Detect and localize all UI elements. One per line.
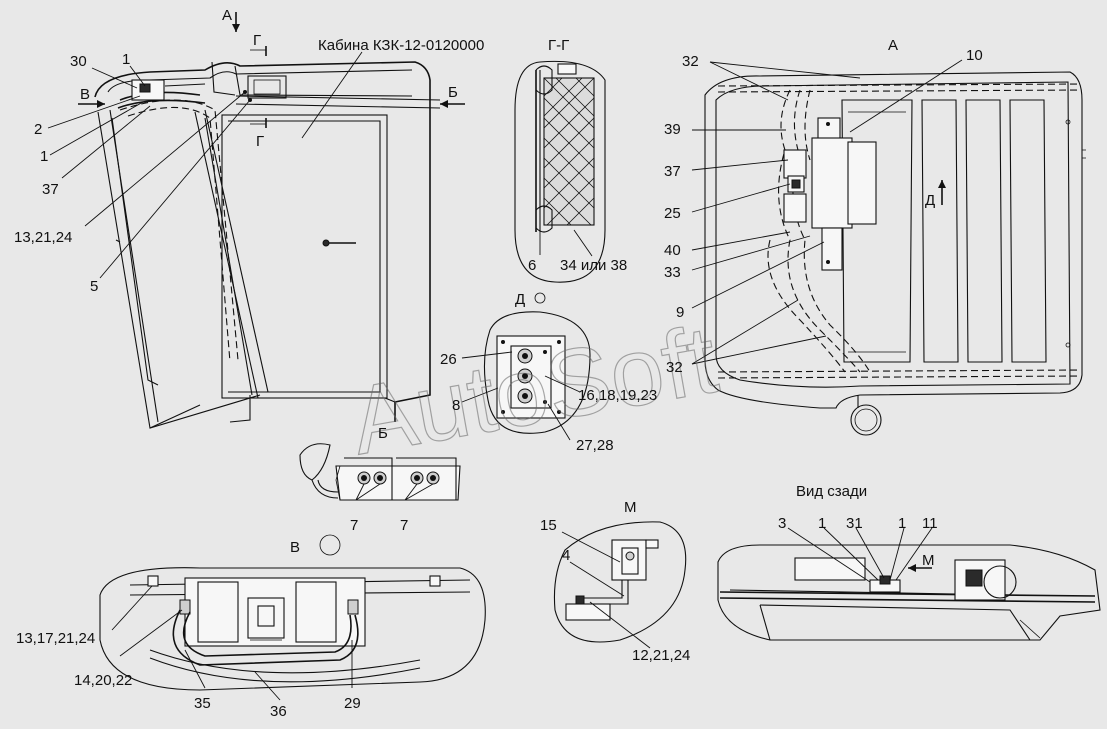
callout: 27,28 xyxy=(576,437,614,454)
main-leaders xyxy=(47,51,363,279)
view-b xyxy=(299,443,461,501)
callout: 34 или 38 xyxy=(560,257,627,274)
rear-view xyxy=(717,527,1101,641)
callout: 12,21,24 xyxy=(632,647,690,664)
callout: 26 xyxy=(440,351,457,368)
callout: 16,18,19,23 xyxy=(578,387,657,404)
callout: 7 xyxy=(350,517,358,534)
callout: 15 xyxy=(540,517,557,534)
section-g-top-label: Г xyxy=(253,32,261,49)
callout: 32 xyxy=(666,359,683,376)
section-gg-title: Г-Г xyxy=(548,37,569,54)
callout: 1 xyxy=(40,148,48,165)
view-m-arrow-label: М xyxy=(922,552,935,569)
view-a-title: А xyxy=(888,37,898,54)
view-b-title: Б xyxy=(378,425,388,442)
callout: 36 xyxy=(270,703,287,720)
callout: 32 xyxy=(682,53,699,70)
callout: 30 xyxy=(70,53,87,70)
callout: 7 xyxy=(400,517,408,534)
callout: 37 xyxy=(42,181,59,198)
view-m-title: М xyxy=(624,499,637,516)
callout: 35 xyxy=(194,695,211,712)
callout: 1 xyxy=(818,515,826,532)
callout: 40 xyxy=(664,242,681,259)
callout: 5 xyxy=(90,278,98,295)
callout: 14,20,22 xyxy=(74,672,132,689)
view-m xyxy=(553,521,687,649)
section-gg-view xyxy=(514,60,606,283)
callout: 6 xyxy=(528,257,536,274)
callout: 13,17,21,24 xyxy=(16,630,95,647)
view-b-arrow-label: Б xyxy=(448,84,458,101)
callout: 3 xyxy=(778,515,786,532)
callout: 8 xyxy=(452,397,460,414)
view-v-title: В xyxy=(290,539,300,556)
view-d xyxy=(461,292,591,441)
callout: 25 xyxy=(664,205,681,222)
view-titles: Кабина КЗК-12-0120000 А Г Г В Б Г-Г А Д … xyxy=(80,7,935,569)
view-d-title: Д xyxy=(515,291,525,308)
callout: 1 xyxy=(122,51,130,68)
callout: 29 xyxy=(344,695,361,712)
view-d-arrow-label: Д xyxy=(925,192,935,209)
view-a-top xyxy=(704,71,1086,436)
view-a-arrow-label: А xyxy=(222,7,232,24)
view-v xyxy=(99,534,486,701)
callout: 37 xyxy=(664,163,681,180)
view-a-leaders xyxy=(691,59,963,365)
callout: 31 xyxy=(846,515,863,532)
view-v-arrow-label: В xyxy=(80,86,90,103)
section-g-bottom-label: Г xyxy=(256,133,264,150)
watermark-text: AutoSoft xyxy=(343,306,724,475)
callout: 39 xyxy=(664,121,681,138)
callout: 1 xyxy=(898,515,906,532)
callout: 10 xyxy=(966,47,983,64)
main-title: Кабина КЗК-12-0120000 xyxy=(318,37,484,54)
callout: 33 xyxy=(664,264,681,281)
callout-numbers: 30 1 2 1 37 13,21,24 5 6 34 или 38 32 10… xyxy=(14,47,983,720)
rear-view-title: Вид сзади xyxy=(796,483,867,500)
callout: 13,21,24 xyxy=(14,229,72,246)
cab-side-view xyxy=(78,12,465,429)
callout: 4 xyxy=(562,547,570,564)
callout: 11 xyxy=(922,515,938,532)
callout: 9 xyxy=(676,304,684,321)
callout: 2 xyxy=(34,121,42,138)
